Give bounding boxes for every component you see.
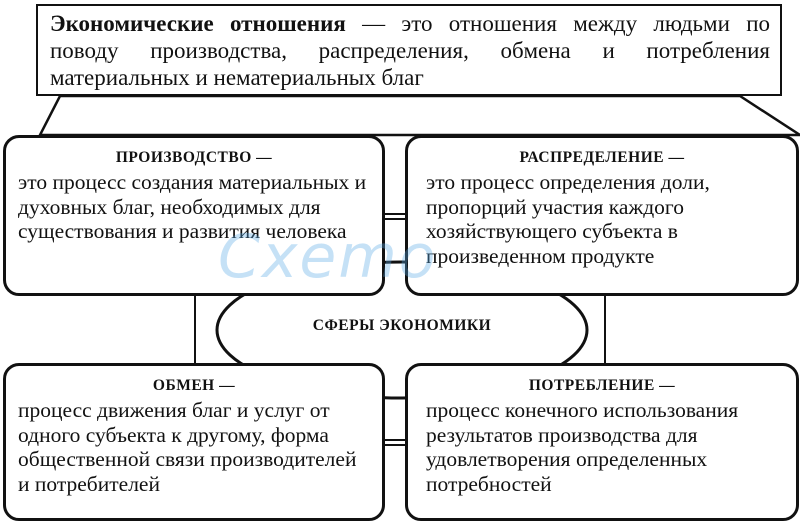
exchange-body: процесс движения благ и услуг от одного … — [18, 398, 357, 496]
definition-term: Экономические отношения — [50, 11, 346, 36]
card-production: ПРОИЗВОДСТВО — это процесс создания мате… — [3, 135, 385, 296]
definition-text: — это отношения между людьми по поводу п… — [50, 11, 770, 90]
definition-connector — [37, 94, 800, 137]
distribution-body: это процесс определения доли, пропорций … — [426, 170, 710, 268]
center-label: СФЕРЫ ЭКОНОМИКИ — [312, 317, 492, 334]
production-heading: ПРОИЗВОДСТВО — — [115, 149, 273, 166]
exchange-heading: ОБМЕН — — [152, 377, 236, 394]
card-exchange: ОБМЕН — процесс движения благ и услуг от… — [3, 363, 385, 521]
distribution-heading: РАСПРЕДЕЛЕНИЕ — — [519, 149, 685, 166]
production-body: это процесс создания материальных и духо… — [18, 170, 367, 243]
card-distribution: РАСПРЕДЕЛЕНИЕ — это процесс определения … — [405, 135, 799, 296]
consumption-body: процесс конечного использования результа… — [426, 398, 739, 496]
definition-box: Экономические отношения — это отношения … — [36, 4, 782, 96]
card-consumption: ПОТРЕБЛЕНИЕ — процесс конечного использо… — [405, 363, 799, 521]
consumption-heading: ПОТРЕБЛЕНИЕ — — [528, 377, 676, 394]
